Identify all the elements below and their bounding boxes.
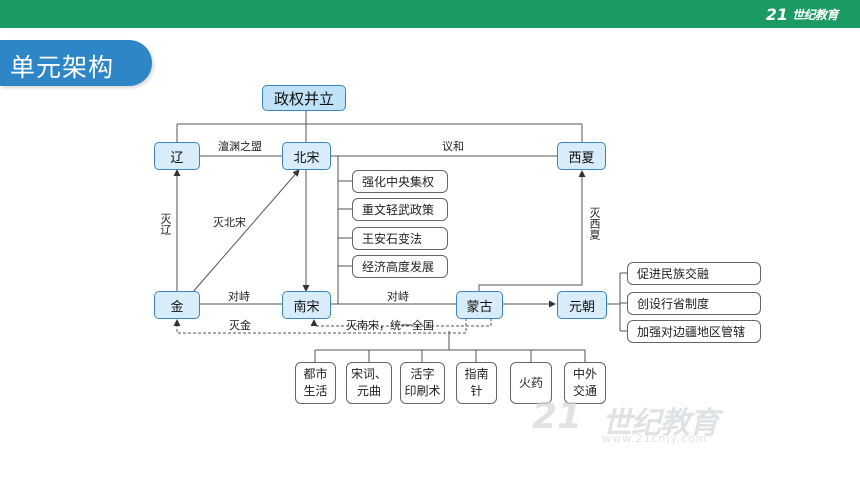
achievement-2: 宋词、 元曲 — [346, 362, 392, 404]
top-bar: 21 世纪教育 — [0, 0, 860, 28]
beisong-policy-2-label: 重文轻武政策 — [362, 203, 435, 217]
brand-name: 世纪教育 — [791, 7, 839, 22]
beisong-policy-4: 经济高度发展 — [352, 255, 448, 278]
mie-xixia-arrow — [478, 170, 586, 291]
achievement-1-label: 都市 生活 — [303, 367, 328, 398]
node-yuanchao-label: 元朝 — [568, 299, 595, 315]
label-mie-liao: 灭辽 — [159, 213, 172, 235]
achievement-1: 都市 生活 — [295, 362, 336, 404]
node-xixia-label: 西夏 — [568, 150, 595, 166]
label-mie-nansong: 灭南宋，统一全国 — [346, 319, 434, 332]
achievement-3: 活字 印刷术 — [400, 362, 445, 404]
beisong-policy-4-label: 经济高度发展 — [362, 260, 435, 274]
achievement-3-label: 活字 印刷术 — [404, 367, 441, 398]
node-nansong: 南宋 — [282, 291, 331, 319]
node-yuanchao: 元朝 — [557, 291, 607, 319]
node-liao-label: 辽 — [170, 150, 184, 166]
yuan-policy-1-label: 促进民族交融 — [637, 267, 710, 281]
label-duizhi-nansong-menggu: 对峙 — [387, 290, 409, 303]
yuan-policy-1: 促进民族交融 — [627, 262, 761, 285]
node-menggu-label: 蒙古 — [466, 299, 493, 315]
achievement-5: 火药 — [510, 362, 552, 404]
label-yihe: 议和 — [442, 140, 464, 153]
label-mie-xixia: 灭西夏 — [588, 207, 601, 240]
mie-nansong-arrow — [310, 318, 492, 327]
page-title-tab: 单元架构 — [0, 40, 152, 86]
yuan-policy-3: 加强对边疆地区管辖 — [627, 320, 761, 343]
node-zhengquan-bingli-label: 政权并立 — [273, 89, 334, 108]
achievement-6: 中外 交通 — [564, 362, 606, 404]
beisong-policy-1-label: 强化中央集权 — [362, 175, 435, 189]
beisong-policy-3-label: 王安石变法 — [362, 232, 423, 246]
yuan-policy-3-label: 加强对边疆地区管辖 — [637, 325, 746, 339]
node-zhengquan-bingli: 政权并立 — [262, 85, 346, 111]
label-duizhi-jin-nansong: 对峙 — [228, 290, 250, 303]
label-mie-beisong: 灭北宋 — [213, 216, 246, 229]
yuan-policy-2-label: 创设行省制度 — [637, 297, 710, 311]
node-nansong-label: 南宋 — [293, 299, 320, 315]
node-jin-label: 金 — [170, 299, 184, 315]
beisong-policy-3: 王安石变法 — [352, 227, 448, 250]
label-chanyuan-zhi-meng: 澶渊之盟 — [218, 140, 262, 153]
beisong-policy-2: 重文轻武政策 — [352, 198, 448, 221]
node-liao: 辽 — [154, 142, 200, 170]
brand-logo: 21 世纪教育 — [765, 4, 839, 24]
mie-beisong-arrow — [191, 169, 300, 294]
achievement-4-label: 指南 针 — [464, 367, 489, 398]
page-title: 单元架构 — [10, 53, 115, 82]
node-menggu: 蒙古 — [456, 291, 503, 319]
achievement-6-label: 中外 交通 — [572, 367, 597, 398]
achievement-4: 指南 针 — [456, 362, 497, 404]
node-beisong: 北宋 — [282, 142, 331, 170]
beisong-policy-1: 强化中央集权 — [352, 170, 448, 193]
yuan-policy-2: 创设行省制度 — [627, 292, 761, 315]
achievement-5-label: 火药 — [518, 375, 543, 390]
achievement-2-label: 宋词、 元曲 — [350, 367, 387, 398]
node-beisong-label: 北宋 — [293, 150, 320, 166]
label-mie-jin: 灭金 — [229, 319, 251, 332]
runner-logo-icon: 21 — [765, 4, 788, 24]
node-xixia: 西夏 — [557, 142, 606, 170]
node-jin: 金 — [154, 291, 200, 319]
